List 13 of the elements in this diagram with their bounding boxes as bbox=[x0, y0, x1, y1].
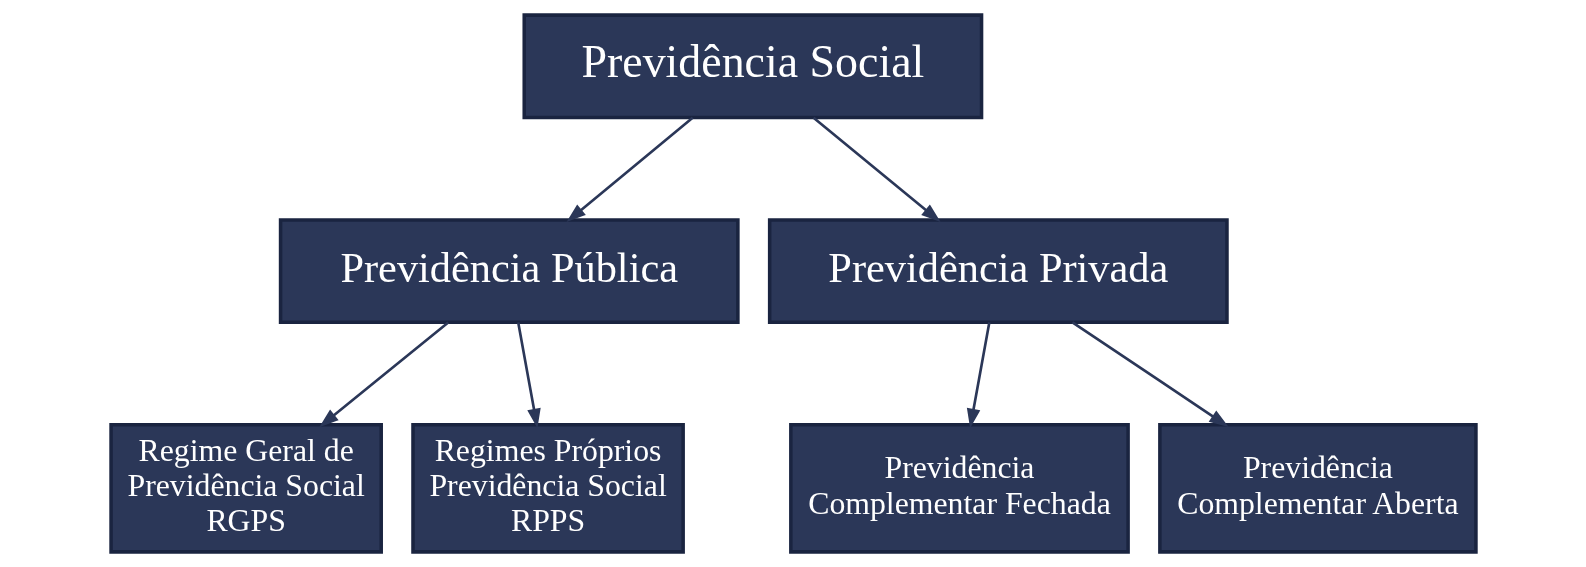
node-box: Previdência Pública bbox=[278, 218, 740, 325]
node-box: Regimes Próprios Previdência Social RPPS bbox=[410, 423, 685, 554]
node-box: Previdência Complementar Aberta bbox=[1157, 423, 1478, 554]
node-box: Previdência Privada bbox=[767, 218, 1229, 325]
arrow bbox=[516, 322, 541, 429]
node-box: Regime Geral de Previdência Social RGPS bbox=[108, 423, 383, 554]
arrow bbox=[812, 116, 941, 223]
arrow bbox=[966, 322, 991, 429]
arrow bbox=[1071, 321, 1229, 427]
node-box: Previdência Complementar Fechada bbox=[788, 423, 1130, 554]
arrow bbox=[566, 116, 693, 223]
arrow bbox=[318, 321, 449, 428]
node-box: Previdência Social bbox=[521, 13, 983, 120]
